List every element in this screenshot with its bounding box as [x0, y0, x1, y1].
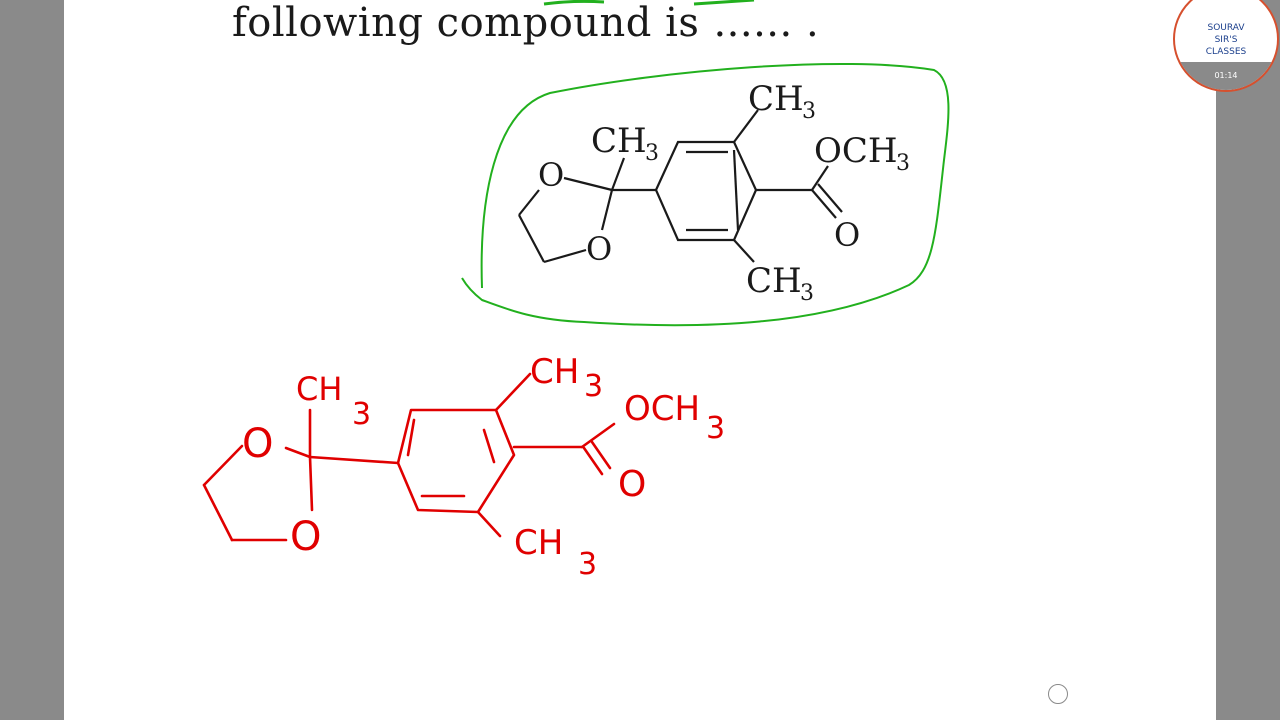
handwritten-bonds — [202, 372, 616, 542]
logo-line-1: SOURAV — [1207, 23, 1245, 33]
printed-label-ch3-top-sub: 3 — [802, 99, 816, 124]
printed-label-ch3-bottom: CH — [746, 261, 802, 301]
printed-label-och3: OCH — [814, 131, 898, 171]
hand-label-och3-sub: 3 — [706, 411, 725, 446]
printed-label-o-ring-top: O — [538, 156, 564, 194]
printed-label-ch3-ketal: CH — [591, 121, 647, 161]
question-label: following compound is — [232, 0, 700, 46]
channel-logo: SOURAV SIR'S CLASSES 01:14 — [1173, 0, 1279, 92]
left-margin — [0, 0, 64, 720]
hand-label-ch3-ketal-sub: 3 — [352, 397, 371, 432]
hand-label-ch3-bottom: CH — [514, 523, 563, 563]
handwritten-structure: CH 3 CH 3 OCH 3 O O O CH 3 — [202, 352, 725, 582]
printed-label-ch3-ketal-sub: 3 — [645, 141, 659, 166]
highlight-circle — [461, 63, 950, 327]
printed-label-o-ring-bottom: O — [586, 230, 612, 268]
printed-label-ch3-top: CH — [748, 79, 804, 119]
hand-label-o-carbonyl: O — [618, 464, 646, 505]
hand-label-ch3-ketal: CH — [296, 370, 342, 408]
highlight-mark-top-right — [693, 0, 755, 6]
printed-structure: CH 3 CH 3 OCH 3 O O O CH 3 — [461, 0, 950, 327]
printed-label-o-carbonyl: O — [834, 216, 860, 254]
hand-label-ch3-top-sub: 3 — [584, 369, 603, 404]
printed-label-ch3-bottom-sub: 3 — [800, 281, 814, 306]
hand-label-o-ring-bottom: O — [290, 514, 321, 560]
video-timestamp: 01:14 — [1214, 71, 1238, 80]
logo-band — [1175, 62, 1277, 90]
whiteboard-page[interactable]: following compound is ...... . — [64, 0, 1216, 720]
logo-text: SOURAV SIR'S CLASSES — [1175, 22, 1277, 58]
question-blank: ...... . — [713, 0, 820, 46]
hand-label-och3: OCH — [624, 389, 700, 429]
printed-label-och3-sub: 3 — [896, 151, 910, 176]
logo-line-3: CLASSES — [1205, 47, 1247, 57]
pen-cursor-icon — [1048, 684, 1068, 704]
hand-label-ch3-top: CH — [530, 352, 579, 392]
right-margin — [1216, 0, 1280, 720]
printed-benzene-ring — [518, 109, 843, 264]
question-text: following compound is ...... . — [232, 0, 819, 46]
highlight-mark-top — [543, 0, 605, 6]
logo-line-2: SIR'S — [1214, 35, 1238, 45]
hand-label-ch3-bottom-sub: 3 — [578, 547, 597, 582]
hand-label-o-ring-top: O — [242, 421, 273, 467]
